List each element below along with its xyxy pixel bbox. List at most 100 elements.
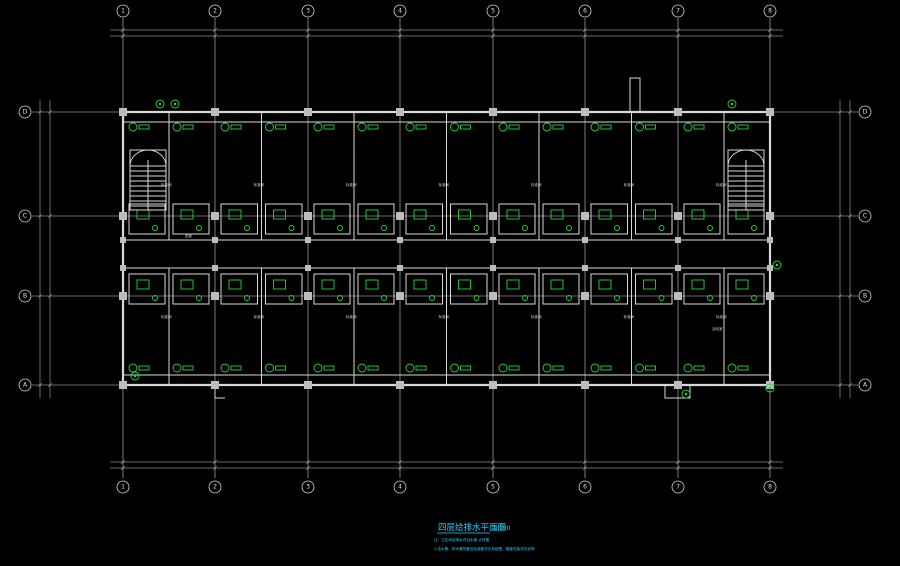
toilet-fixture: [180, 209, 194, 220]
drain-fitting: [323, 124, 335, 130]
riser-pipe: [128, 363, 138, 373]
floor-drain: [381, 295, 387, 301]
room-label-upper: 标准间: [716, 182, 727, 187]
axis-bubble-circle: [578, 4, 592, 18]
column: [397, 265, 403, 271]
dimension-lines: [37, 27, 853, 471]
toilet-fixture: [413, 209, 427, 220]
floor-drain: [288, 225, 295, 231]
bathroom-upper-right: [542, 203, 580, 235]
toilet-fixture: [458, 279, 471, 290]
bathroom-lower-right: [450, 273, 488, 305]
bathroom-lower-left: [220, 273, 258, 305]
column: [489, 108, 497, 116]
bathroom-lower-left: [683, 273, 721, 305]
axis-bubble-circle: [18, 289, 32, 303]
axis-bubble-label: 8: [768, 484, 772, 491]
pipe-marker: [170, 99, 180, 109]
axis-bubble-label: A: [863, 382, 868, 389]
room-label-lower: 标准间: [531, 314, 542, 319]
bathroom-upper-right: [357, 203, 395, 235]
axis-bubble-circle: [486, 4, 500, 18]
riser-pipe: [590, 122, 600, 132]
axis-bubble-circle: [763, 480, 777, 494]
toilet-fixture: [136, 279, 150, 290]
floor-drain: [196, 295, 202, 301]
riser-pipe: [265, 122, 274, 132]
axis-bubble-circle: [116, 4, 130, 18]
stair-landing-arc: [727, 149, 765, 167]
axis-bubble-circle: [858, 289, 872, 303]
axis-bubble-D: D: [18, 105, 32, 119]
toilet-fixture: [691, 279, 705, 290]
axis-bubble-circle: [208, 480, 222, 494]
column: [304, 108, 312, 116]
toilet-fixture: [643, 279, 656, 290]
axis-bubble-D: D: [858, 105, 872, 119]
column: [120, 265, 126, 271]
floor-drain: [566, 225, 572, 231]
column: [674, 381, 682, 389]
drain-fitting: [645, 365, 656, 371]
room-label-upper: 标准间: [161, 182, 172, 187]
column: [581, 292, 589, 300]
axis-bubble-label: 8: [768, 8, 772, 15]
toilet-fixture: [136, 209, 150, 220]
column: [211, 108, 219, 116]
bathroom-upper-left: [313, 203, 351, 235]
drain-fitting: [552, 365, 564, 371]
axis-bubble-label: D: [863, 109, 868, 116]
column: [766, 381, 774, 389]
drain-fitting: [275, 365, 286, 371]
riser-pipe: [727, 363, 737, 373]
toilet-fixture: [598, 279, 612, 290]
room-label-upper: 标准间: [346, 182, 357, 187]
column: [304, 381, 312, 389]
toilet-fixture: [506, 209, 520, 220]
axis-bubble-6: 6: [578, 4, 592, 18]
toilet-fixture: [413, 279, 427, 290]
column: [304, 212, 312, 220]
riser-pipe: [590, 363, 600, 373]
axis-bubble-4: 4: [393, 4, 407, 18]
pipe-marker: [681, 389, 691, 399]
floor-drain: [244, 225, 250, 231]
pipe-marker: [155, 99, 165, 109]
riser-pipe: [220, 363, 230, 373]
toilet-fixture: [228, 279, 242, 290]
column: [305, 237, 311, 243]
axis-bubble-circle: [116, 480, 130, 494]
floor-drain: [244, 295, 250, 301]
axis-bubble-label: B: [23, 293, 27, 300]
floor-drain: [152, 225, 158, 231]
column: [489, 292, 497, 300]
column: [304, 292, 312, 300]
column: [119, 381, 127, 389]
room-label-corridor: 走廊: [185, 233, 192, 238]
axis-bubble-circle: [393, 4, 407, 18]
drawing-note-2: 1.给水管、排水管的管径及坡度详见系统图，管道安装详见说明: [434, 546, 535, 551]
drain-fitting: [138, 124, 150, 130]
floor-drain: [614, 295, 620, 301]
column: [674, 108, 682, 116]
axis-bubble-5: 5: [486, 480, 500, 494]
roof-vent-shaft: [629, 77, 641, 112]
pipe-marker: [765, 383, 775, 393]
column: [767, 237, 773, 243]
drain-fitting: [460, 124, 471, 130]
toilet-fixture: [735, 209, 749, 220]
room-label-lower: 标准间: [346, 314, 357, 319]
riser-pipe: [542, 363, 552, 373]
axis-bubble-B: B: [858, 289, 872, 303]
room-label-lower: 标准间: [254, 314, 265, 319]
riser-pipe: [128, 122, 138, 132]
drawing-note-1: 注：卫生间给排水详见水施-大样图: [434, 537, 490, 542]
drain-fitting: [415, 124, 427, 130]
bathroom-upper-left: [405, 203, 443, 235]
axis-bubble-8: 8: [763, 480, 777, 494]
drain-fitting: [367, 365, 379, 371]
room-label-lower: 标准间: [716, 314, 727, 319]
riser-pipe: [450, 363, 459, 373]
room-label-upper: 标准间: [531, 182, 542, 187]
riser-pipe: [405, 363, 415, 373]
